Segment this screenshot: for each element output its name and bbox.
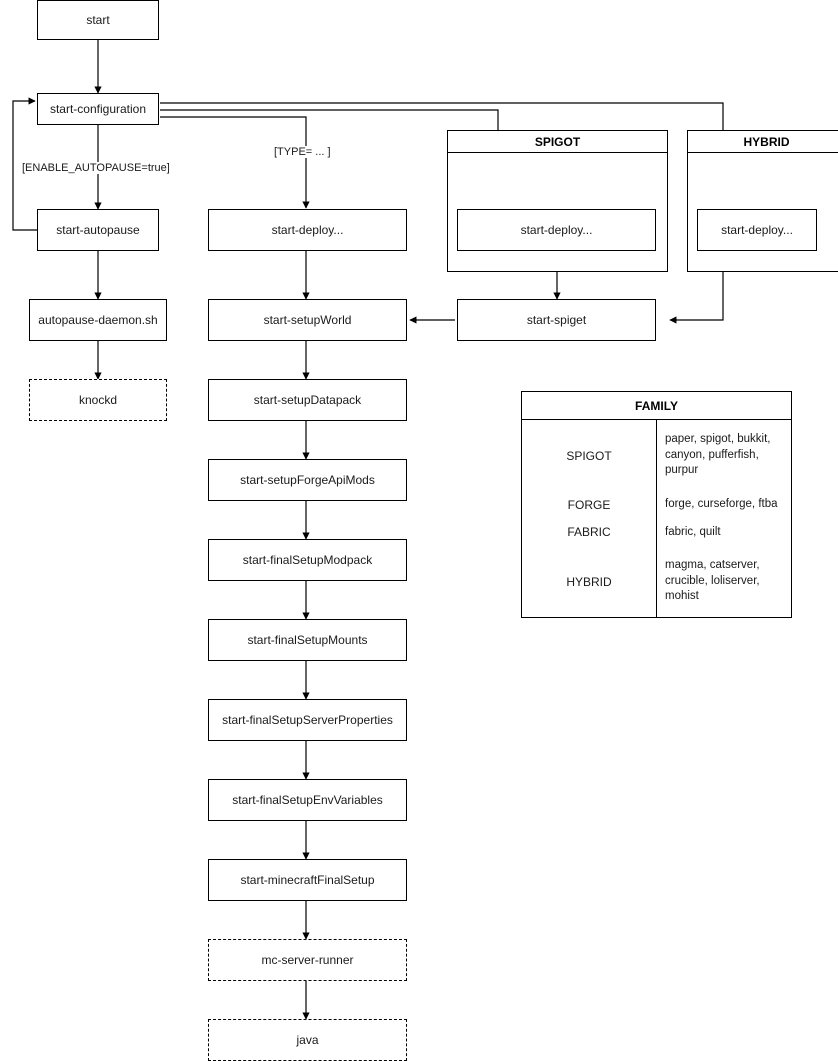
node-start-finalSetupEnvVariables[interactable]: start-finalSetupEnvVariables bbox=[208, 779, 407, 821]
node-start-finalSetupServerProperties-label: start-finalSetupServerProperties bbox=[222, 712, 393, 727]
node-start-setupForgeApiMods[interactable]: start-setupForgeApiMods bbox=[208, 459, 407, 501]
node-start-finalSetupMounts[interactable]: start-finalSetupMounts bbox=[208, 619, 407, 661]
table-row: FABRIC fabric, quilt bbox=[522, 518, 791, 546]
family-key-fabric: FABRIC bbox=[522, 518, 657, 546]
node-start-finalSetupModpack[interactable]: start-finalSetupModpack bbox=[208, 539, 407, 581]
edge-label-enable-autopause: [ENABLE_AUTOPAUSE=true] bbox=[21, 162, 171, 174]
table-row: HYBRID magma, catserver, crucible, lolis… bbox=[522, 546, 791, 617]
node-start-configuration-label: start-configuration bbox=[49, 101, 147, 116]
node-start-finalSetupModpack-label: start-finalSetupModpack bbox=[242, 552, 373, 567]
node-start[interactable]: start bbox=[37, 0, 159, 40]
node-start-finalSetupServerProperties[interactable]: start-finalSetupServerProperties bbox=[208, 699, 407, 741]
node-start-setupDatapack-label: start-setupDatapack bbox=[253, 392, 362, 407]
node-start-minecraftFinalSetup[interactable]: start-minecraftFinalSetup bbox=[208, 859, 407, 901]
family-key-hybrid: HYBRID bbox=[522, 546, 657, 617]
table-row: FORGE forge, curseforge, ftba bbox=[522, 491, 791, 519]
family-types-hybrid: magma, catserver, crucible, loliserver, … bbox=[665, 559, 760, 603]
family-types-forge: forge, curseforge, ftba bbox=[665, 498, 778, 511]
node-knockd[interactable]: knockd bbox=[29, 379, 167, 421]
group-hybrid-title: HYBRID bbox=[688, 131, 838, 153]
node-knockd-label: knockd bbox=[78, 392, 118, 407]
node-start-minecraftFinalSetup-label: start-minecraftFinalSetup bbox=[240, 872, 375, 887]
node-hybrid-deploy-label: start-deploy... bbox=[721, 222, 793, 237]
edge-configuration-to-deploy-main bbox=[160, 116, 310, 209]
node-start-label: start bbox=[86, 12, 110, 27]
node-start-finalSetupMounts-label: start-finalSetupMounts bbox=[247, 632, 368, 647]
family-types-fabric: fabric, quilt bbox=[665, 525, 721, 538]
node-start-finalSetupEnvVariables-label: start-finalSetupEnvVariables bbox=[232, 792, 383, 807]
node-start-setupForgeApiMods-label: start-setupForgeApiMods bbox=[240, 472, 375, 487]
node-java-label: java bbox=[296, 1032, 319, 1047]
group-spigot-title: SPIGOT bbox=[448, 131, 667, 153]
family-legend-table: FAMILY SPIGOT paper, spigot, bukkit, can… bbox=[522, 392, 791, 617]
family-legend-title: FAMILY bbox=[522, 392, 791, 420]
node-start-autopause[interactable]: start-autopause bbox=[37, 209, 159, 251]
node-mc-server-runner[interactable]: mc-server-runner bbox=[208, 939, 407, 981]
family-types-spigot: paper, spigot, bukkit, canyon, pufferfis… bbox=[665, 433, 771, 477]
table-row: SPIGOT paper, spigot, bukkit, canyon, pu… bbox=[522, 419, 791, 492]
node-mc-server-runner-label: mc-server-runner bbox=[261, 952, 354, 967]
node-start-configuration[interactable]: start-configuration bbox=[37, 93, 159, 125]
node-start-spiget[interactable]: start-spiget bbox=[457, 299, 656, 341]
family-key-forge: FORGE bbox=[522, 491, 657, 519]
family-legend-header-row: FAMILY bbox=[522, 392, 791, 420]
node-java[interactable]: java bbox=[208, 1019, 407, 1061]
family-legend: FAMILY SPIGOT paper, spigot, bukkit, can… bbox=[521, 391, 792, 618]
node-start-deploy-main-label: start-deploy... bbox=[271, 222, 344, 237]
node-autopause-daemon-label: autopause-daemon.sh bbox=[38, 312, 158, 327]
node-hybrid-deploy[interactable]: start-deploy... bbox=[697, 209, 817, 251]
node-start-spiget-label: start-spiget bbox=[526, 312, 587, 327]
node-spigot-deploy[interactable]: start-deploy... bbox=[457, 209, 656, 251]
node-start-deploy-main[interactable]: start-deploy... bbox=[208, 209, 407, 251]
family-key-spigot: SPIGOT bbox=[522, 419, 657, 492]
node-start-setupWorld-label: start-setupWorld bbox=[263, 312, 352, 327]
node-start-autopause-label: start-autopause bbox=[56, 222, 140, 237]
node-start-setupDatapack[interactable]: start-setupDatapack bbox=[208, 379, 407, 421]
node-start-setupWorld[interactable]: start-setupWorld bbox=[208, 299, 407, 341]
node-autopause-daemon[interactable]: autopause-daemon.sh bbox=[29, 299, 167, 341]
edge-label-type: [TYPE= ... ] bbox=[273, 146, 332, 158]
node-spigot-deploy-label: start-deploy... bbox=[520, 222, 593, 237]
